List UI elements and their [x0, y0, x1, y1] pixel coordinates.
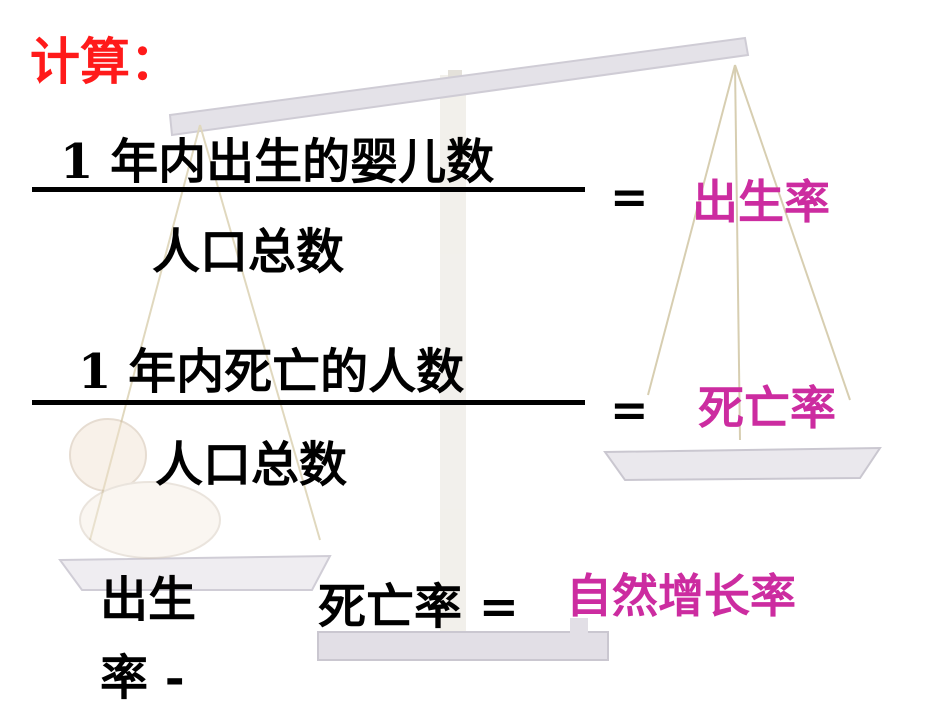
- birth-rate-result: 出生率: [692, 175, 830, 229]
- balance-scale-icon: [58, 36, 882, 661]
- death-rate-fraction-bar: [32, 400, 585, 405]
- growth-term-birth-rate-line2: 率 -: [100, 650, 185, 706]
- birth-rate-fraction-bar: [32, 187, 585, 192]
- growth-term-death-rate: 死亡率 =: [318, 579, 519, 635]
- death-rate-numerator: 1 年内死亡的人数: [78, 344, 465, 400]
- page-title: 计算：: [30, 32, 180, 91]
- death-rate-equals: =: [610, 383, 649, 437]
- natural-growth-result: 自然增长率: [566, 569, 796, 623]
- birth-rate-numerator: 1 年内出生的婴儿数: [60, 134, 495, 190]
- birth-rate-denominator: 人口总数: [152, 224, 345, 280]
- baby-icon: [69, 418, 221, 559]
- death-rate-result: 死亡率: [698, 381, 836, 435]
- birth-rate-equals: =: [610, 170, 649, 224]
- death-rate-denominator: 人口总数: [155, 437, 348, 493]
- growth-term-birth-rate-line1: 出生: [100, 572, 197, 628]
